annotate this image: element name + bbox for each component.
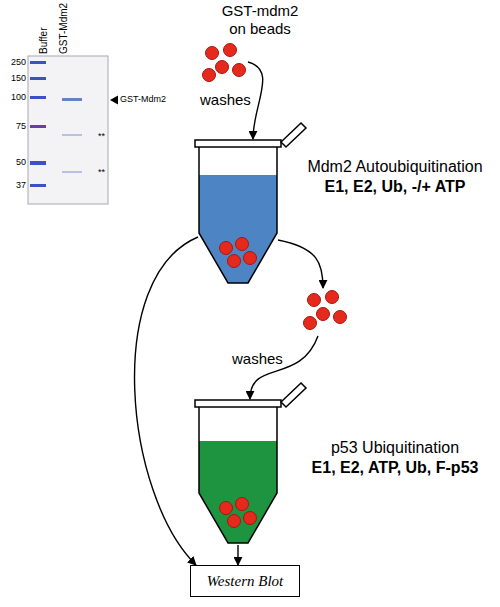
marker-band xyxy=(30,96,46,99)
flow-arrow xyxy=(238,545,239,565)
bead xyxy=(317,308,330,321)
beads-cluster xyxy=(300,288,350,336)
bead xyxy=(236,238,249,251)
bead xyxy=(228,515,241,528)
tube-outline xyxy=(199,405,277,543)
band-label: GST-Mdm2 xyxy=(120,94,166,105)
marker-band xyxy=(30,125,46,128)
marker-band xyxy=(30,61,46,64)
bead xyxy=(304,317,317,330)
readout-label: Western Blot xyxy=(207,572,284,590)
bead xyxy=(206,47,219,60)
bead xyxy=(326,291,339,304)
marker-size: 250 xyxy=(0,57,26,68)
marker-size: 100 xyxy=(0,92,26,103)
reaction-tube: p53 UbiquitinationE1, E2, ATP, Ub, F-p53 xyxy=(198,405,278,545)
marker-size: 50 xyxy=(0,157,26,168)
reaction-tube: Mdm2 AutoubiquitinationE1, E2, Ub, -/+ A… xyxy=(198,145,278,285)
tube-shape xyxy=(198,145,278,285)
protein-band xyxy=(62,134,82,136)
tube-liquid xyxy=(199,441,277,543)
marker-size: 150 xyxy=(0,73,26,84)
readout-box: Western Blot xyxy=(190,565,300,597)
tube-rim xyxy=(195,140,281,147)
bead xyxy=(236,498,249,511)
bead xyxy=(244,252,257,265)
bead xyxy=(233,64,246,77)
edge-label: washes xyxy=(200,91,251,109)
arrow-line xyxy=(237,545,238,565)
bead xyxy=(334,311,347,324)
arrow-line xyxy=(250,336,318,399)
bead xyxy=(220,502,233,515)
step-reagents: E1, E2, Ub, -/+ ATP xyxy=(300,177,490,197)
step-reagents: E1, E2, ATP, Ub, F-p53 xyxy=(300,458,490,478)
tube-cap xyxy=(281,123,306,147)
band-pointer xyxy=(110,96,118,105)
band-mark: ** xyxy=(98,167,105,178)
protein-band xyxy=(62,171,82,173)
tube-rim xyxy=(195,400,281,407)
marker-size: 75 xyxy=(0,121,26,132)
bead xyxy=(203,69,216,82)
bead xyxy=(220,242,233,255)
lane-label: Buffer xyxy=(38,28,49,55)
lane-label: GST-Mdm2 xyxy=(58,3,69,54)
beads-cluster: GST-mdm2 on beads xyxy=(200,42,248,82)
tube-outline xyxy=(199,145,277,283)
flow-arrow xyxy=(135,237,198,565)
flow-arrow xyxy=(250,240,323,399)
bead xyxy=(228,255,241,268)
tube-shape xyxy=(198,405,278,545)
arrow-line xyxy=(278,240,323,288)
step-title: p53 Ubiquitination xyxy=(300,438,490,458)
edge-label: washes xyxy=(232,350,283,368)
tube-liquid xyxy=(199,175,277,283)
bead xyxy=(224,44,237,57)
gel-background xyxy=(28,56,108,204)
band-mark: ** xyxy=(98,131,105,142)
bead xyxy=(216,61,229,74)
marker-band xyxy=(30,77,46,80)
marker-band xyxy=(30,161,46,165)
marker-band xyxy=(30,184,46,187)
step-title: Mdm2 Autoubiquitination xyxy=(300,157,490,177)
arrow-line xyxy=(135,237,198,565)
marker-size: 37 xyxy=(0,180,26,191)
beads-cluster xyxy=(200,42,248,82)
step-title: GST-mdm2 on beads xyxy=(219,2,301,38)
protein-band xyxy=(62,98,82,101)
tube-cap xyxy=(281,383,306,407)
bead xyxy=(244,512,257,525)
bead xyxy=(308,294,321,307)
